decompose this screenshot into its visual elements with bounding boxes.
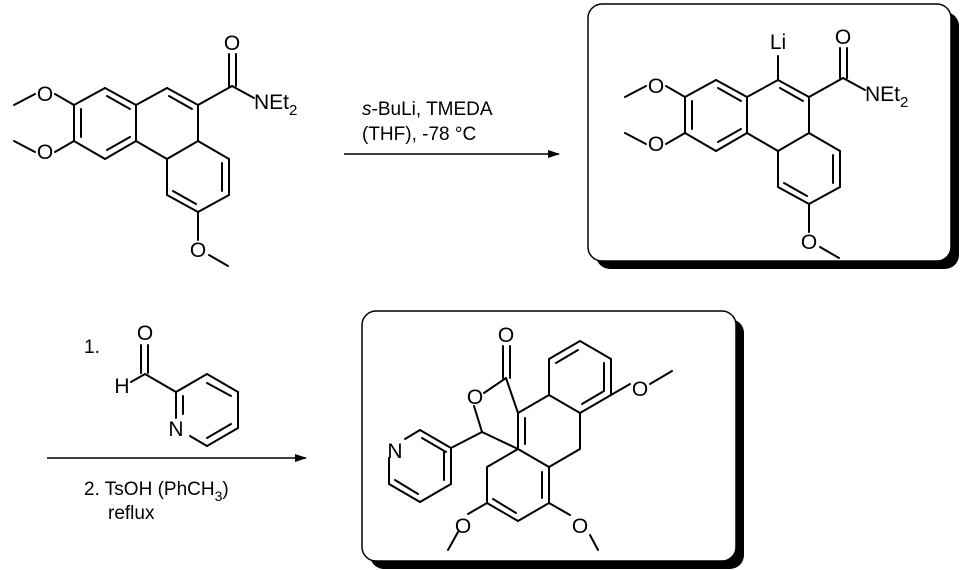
int-amide-n: NEt2 [865,83,908,111]
pyridine-carboxaldehyde: O H N [114,322,239,447]
step1-solvent-temp: (THF), -78 °C [362,124,476,145]
sm-ome-o-2: O [37,141,53,164]
sm-ome-o-1: O [37,83,53,106]
prod-carbonyl-o: O [498,324,514,347]
lithiated-intermediate: Li O NEt2 O O O [587,3,959,269]
sm-amide-n: NEt2 [254,91,297,119]
prod-pyridine-n: N [387,440,402,463]
prod-ring-o: O [467,386,483,409]
ald-hydrogen: H [114,375,129,398]
prod-ome-o-1: O [632,378,648,401]
prod-ome-o-3: O [455,515,471,538]
prod-ome-o-2: O [572,515,588,538]
intermediate-box [587,3,952,262]
product: O O N O O O [361,310,744,569]
int-lithium: Li [770,31,786,54]
sm-ome-o-3: O [190,239,206,262]
step1-reagents: s-BuLi, TMEDA [362,99,493,120]
int-ome-o-2: O [648,133,664,156]
step2-reagent-2: 2. TsOH (PhCH3) [84,479,229,504]
int-carbonyl-o: O [835,26,851,49]
step2-reflux: reflux [108,503,155,524]
ald-carbonyl-o: O [137,322,153,345]
int-ome-o-1: O [648,75,664,98]
step1-conditions: s-BuLi, TMEDA (THF), -78 °C [344,99,560,158]
product-box [361,310,737,562]
int-ome-o-3: O [801,231,817,254]
step2-number-1: 1. [84,337,100,358]
sm-carbonyl-o: O [224,32,240,55]
pyridine-n: N [168,418,183,441]
starting-material: O NEt2 O O O [13,32,297,267]
step2-conditions: 1. O H N 2. TsOH [47,322,307,524]
